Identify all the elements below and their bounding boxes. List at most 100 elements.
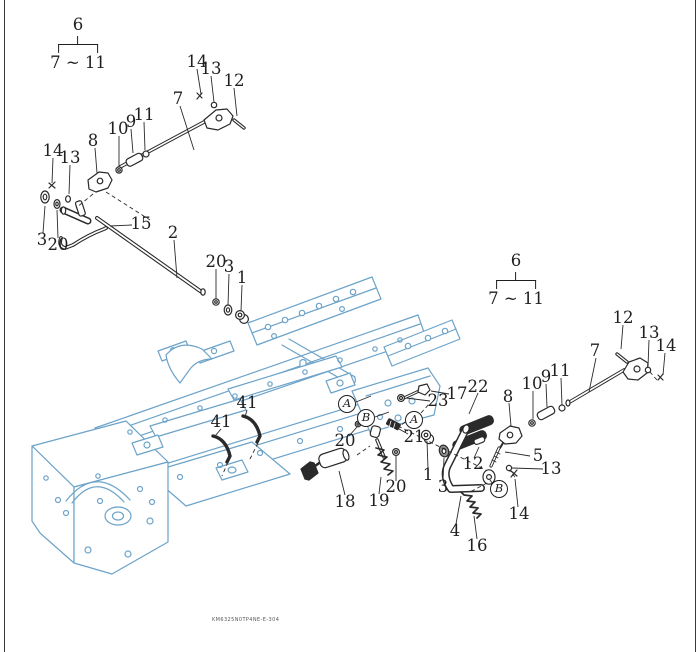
spring-pin-21: [386, 418, 401, 431]
washer-23: [397, 394, 406, 403]
leader-lines: [42, 68, 666, 540]
part-callout-15: 15: [130, 213, 152, 233]
ring-13: [210, 101, 218, 109]
cotter-pin-14: [48, 181, 56, 189]
washer-3: [223, 304, 233, 316]
part-callout-41: 41: [210, 411, 232, 431]
pedal-hub: [482, 469, 496, 485]
part-callout-13: 13: [638, 322, 660, 342]
ring-13: [64, 195, 71, 203]
part-callout-20: 20: [385, 476, 407, 496]
part-callout-11: 11: [549, 360, 571, 380]
part-callout-22: 22: [467, 376, 489, 396]
ring-20: [212, 298, 220, 306]
part-callout-17: 17: [446, 383, 468, 403]
part-callout-9: 9: [540, 366, 552, 386]
circled-ref-A: A: [405, 411, 423, 429]
part-callout-12: 12: [223, 70, 245, 90]
group-range-numbers: 7 ~ 11: [488, 288, 544, 308]
part-callout-20: 20: [334, 430, 356, 450]
ring-13: [505, 464, 513, 472]
washer-20: [53, 199, 61, 210]
bracket-stem: [515, 271, 517, 280]
ring-20: [392, 448, 401, 457]
fastener-group: [386, 383, 450, 458]
sleeve-9: [125, 152, 144, 167]
bracket-stem: [77, 35, 79, 44]
drawing-number: KM6325N0TP4NE-E-304: [212, 617, 280, 623]
circled-ref-B: B: [490, 480, 508, 498]
spring-19: [375, 447, 394, 476]
sleeve-9: [536, 405, 556, 421]
spring-16: [460, 491, 482, 519]
part-callout-1: 1: [236, 267, 248, 287]
washer-3: [40, 190, 50, 204]
part-callout-19: 19: [368, 490, 390, 510]
ball-11: [142, 150, 150, 158]
part-callout-12: 12: [462, 453, 484, 473]
part-callout-5: 5: [532, 445, 544, 465]
part-callout-13: 13: [59, 147, 81, 167]
part-callout-3: 3: [223, 256, 235, 276]
collar-1: [235, 310, 246, 321]
pivot-assembly-left: [40, 181, 250, 325]
key-15: [74, 200, 86, 217]
circled-ref-B: B: [357, 409, 375, 427]
rod-assembly-right: [489, 352, 664, 478]
ring-13: [644, 366, 652, 374]
part-callout-9: 9: [125, 111, 137, 131]
cotter-pin-14: [510, 469, 518, 478]
part-callout-41: 41: [236, 392, 258, 412]
ring-10: [528, 419, 536, 427]
part-callout-14: 14: [508, 503, 530, 523]
part-callout-1: 1: [422, 464, 434, 484]
range-bracket: [496, 279, 536, 289]
circled-ref-A: A: [338, 395, 356, 413]
part-callout-8: 8: [87, 130, 99, 150]
rod-assembly-top-left: [87, 92, 246, 193]
group-right: 6 7 ~ 11: [488, 251, 544, 308]
part-callout-20: 20: [205, 251, 227, 271]
part-callout-12: 12: [612, 307, 634, 327]
part-callout-11: 11: [133, 104, 155, 124]
dashed-guide-lines: [75, 191, 658, 493]
part-callout-14: 14: [42, 140, 64, 160]
part-callout-10: 10: [107, 118, 129, 138]
pin-12: [473, 436, 486, 446]
part-callout-23: 23: [427, 390, 449, 410]
part-callout-3: 3: [437, 476, 449, 496]
ring-10: [115, 166, 123, 174]
part-callout-20: 20: [47, 234, 69, 254]
knob-grip-18: [300, 461, 319, 481]
part-callout-13: 13: [200, 58, 222, 78]
cotter-pin-14: [196, 92, 203, 100]
part-callout-7: 7: [172, 88, 184, 108]
group-range-numbers: 7 ~ 11: [50, 52, 106, 72]
page-right-border: [695, 0, 696, 652]
part-callout-13: 13: [540, 458, 562, 478]
part-callout-14: 14: [655, 335, 677, 355]
cotter-pin-14: [657, 373, 664, 381]
knob-lever-group: [300, 420, 401, 481]
part-callout-8: 8: [502, 386, 514, 406]
part-callout-14: 14: [186, 51, 208, 71]
part-callout-21: 21: [403, 426, 425, 446]
lever-hub: [369, 425, 382, 439]
part-callout-18: 18: [334, 491, 356, 511]
part-callout-10: 10: [521, 373, 543, 393]
group-top-left: 6 7 ~ 11: [50, 15, 106, 72]
pedal-assembly: [441, 415, 496, 519]
group-parent-number: 6: [72, 15, 84, 34]
linkage-parts-drawing: [40, 92, 664, 519]
part-callout-4: 4: [449, 520, 461, 540]
part-callout-3: 3: [36, 229, 48, 249]
part-callout-2: 2: [167, 222, 179, 242]
range-bracket: [58, 43, 98, 53]
group-parent-number: 6: [510, 251, 522, 270]
part-callout-16: 16: [466, 535, 488, 555]
page-left-border: [4, 0, 5, 652]
hook-parts-41: [211, 414, 262, 464]
part-callout-7: 7: [589, 340, 601, 360]
